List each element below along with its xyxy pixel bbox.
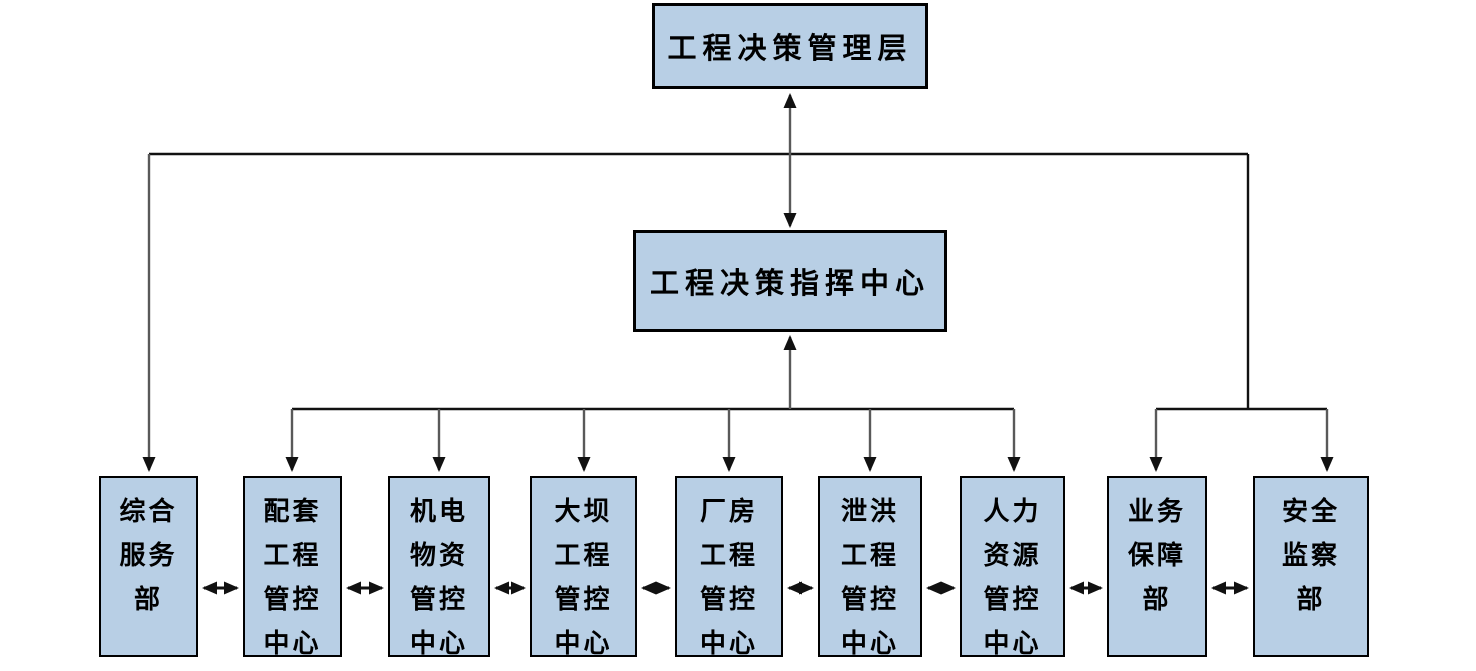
hierarchy-rails: [149, 152, 1327, 411]
node-dept-human-resources: 人力 资源 管控 中心: [960, 476, 1065, 659]
node-label: 综合 服务 部: [119, 497, 178, 615]
node-label: 厂房 工程 管控 中心: [699, 497, 758, 659]
node-dept-electromechanical-materials: 机电 物资 管控 中心: [388, 476, 490, 659]
node-decision-management: 工程决策管理层: [652, 3, 928, 89]
node-label: 配套 工程 管控 中心: [263, 497, 322, 659]
node-label: 安全 监察 部: [1281, 497, 1340, 615]
arrows-down: [142, 154, 1334, 472]
node-dept-comprehensive-service: 综合 服务 部: [99, 476, 198, 657]
node-decision-command-center: 工程决策指挥中心: [633, 230, 947, 332]
node-dept-flood-discharge-works: 泄洪 工程 管控 中心: [818, 476, 922, 659]
node-dept-powerhouse-works: 厂房 工程 管控 中心: [675, 476, 783, 659]
node-label: 工程决策指挥中心: [649, 266, 930, 300]
node-dept-safety-supervision: 安全 监察 部: [1253, 476, 1369, 657]
node-label: 泄洪 工程 管控 中心: [840, 497, 899, 659]
node-label: 人力 资源 管控 中心: [983, 497, 1042, 659]
node-label: 业务 保障 部: [1127, 497, 1186, 615]
node-dept-supporting-works: 配套 工程 管控 中心: [243, 476, 342, 659]
node-dept-business-support: 业务 保障 部: [1107, 476, 1207, 657]
node-dept-dam-works: 大坝 工程 管控 中心: [530, 476, 637, 659]
node-label: 工程决策管理层: [667, 31, 913, 65]
node-label: 大坝 工程 管控 中心: [554, 497, 613, 659]
node-label: 机电 物资 管控 中心: [409, 497, 468, 659]
